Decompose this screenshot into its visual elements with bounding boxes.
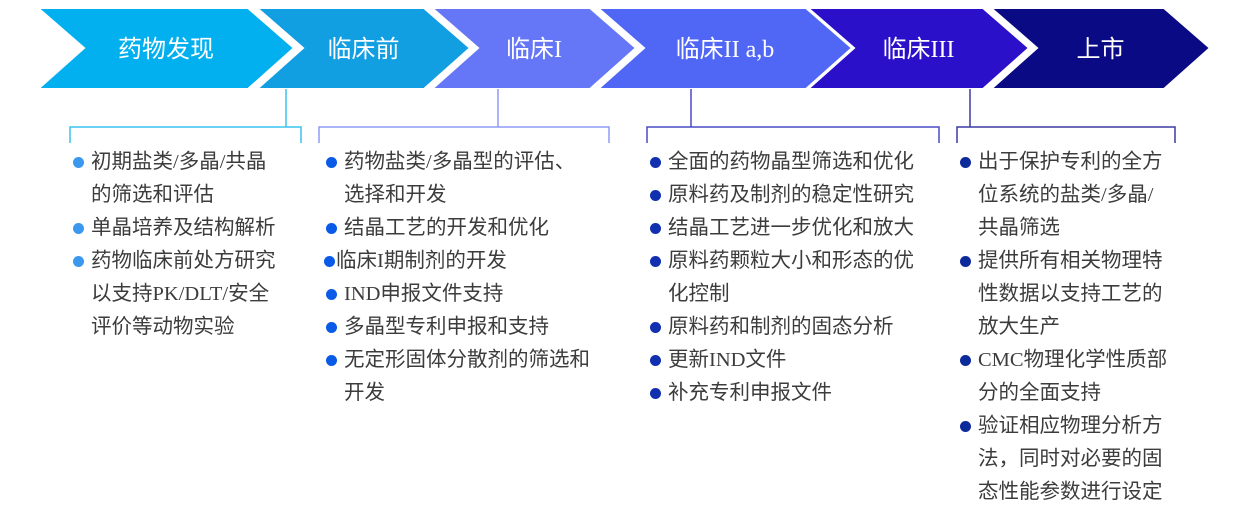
bullet-icon bbox=[73, 223, 84, 234]
list-item-text: 结晶工艺的开发和优化 bbox=[344, 217, 549, 239]
stage-chevron bbox=[805, 7, 1031, 90]
list-item-text: 结晶工艺进一步优化和放大 bbox=[668, 217, 914, 239]
stage-chevron bbox=[35, 7, 296, 90]
stage-tasks-list: 全面的药物晶型筛选和优化原料药及制剂的稳定性研究结晶工艺进一步优化和放大原料药颗… bbox=[650, 146, 950, 410]
list-item: 出于保护专利的全方 位系统的盐类/多晶/ 共晶筛选 bbox=[960, 146, 1200, 245]
list-item: 原料药和制剂的固态分析 bbox=[650, 311, 950, 344]
bullet-icon bbox=[324, 256, 335, 267]
list-item: 原料药及制剂的稳定性研究 bbox=[650, 179, 950, 212]
bullet-icon bbox=[73, 256, 84, 267]
list-item: 单晶培养及结构解析 bbox=[73, 212, 305, 245]
bullet-icon bbox=[650, 157, 661, 168]
stage-tasks-list: 初期盐类/多晶/共晶 的筛选和评估单晶培养及结构解析药物临床前处方研究 以支持P… bbox=[73, 146, 305, 344]
list-item-text: 全面的药物晶型筛选和优化 bbox=[668, 151, 914, 173]
stage-label: 临床II a,b bbox=[675, 37, 775, 63]
list-item-text: 验证相应物理分析方 法，同时对必要的固 态性能参数进行设定 bbox=[978, 415, 1163, 503]
list-item-text: IND申报文件支持 bbox=[344, 283, 504, 305]
list-item: 初期盐类/多晶/共晶 的筛选和评估 bbox=[73, 146, 305, 212]
list-item: 药物临床前处方研究 以支持PK/DLT/安全 评价等动物实验 bbox=[73, 245, 305, 344]
bullet-icon bbox=[650, 355, 661, 366]
stage-chevron bbox=[254, 7, 472, 90]
list-item: 验证相应物理分析方 法，同时对必要的固 态性能参数进行设定 bbox=[960, 410, 1200, 509]
list-item-text: 初期盐类/多晶/共晶 的筛选和评估 bbox=[91, 151, 267, 206]
list-item-text: 单晶培养及结构解析 bbox=[91, 217, 276, 239]
list-item-text: 原料药和制剂的固态分析 bbox=[668, 316, 894, 338]
stage-label: 药物发现 bbox=[118, 37, 214, 63]
bullet-icon bbox=[326, 289, 337, 300]
list-item-text: 临床I期制剂的开发 bbox=[336, 250, 507, 272]
bullet-icon bbox=[650, 223, 661, 234]
stage-tasks-list: 出于保护专利的全方 位系统的盐类/多晶/ 共晶筛选提供所有相关物理特 性数据以支… bbox=[960, 146, 1200, 509]
list-item: 结晶工艺的开发和优化 bbox=[326, 212, 626, 245]
list-item: 更新IND文件 bbox=[650, 344, 950, 377]
stage-chevron bbox=[988, 7, 1212, 90]
bullet-icon bbox=[960, 256, 971, 267]
list-item: 全面的药物晶型筛选和优化 bbox=[650, 146, 950, 179]
bullet-icon bbox=[650, 256, 661, 267]
pipeline-chevrons bbox=[35, 7, 1212, 143]
bullet-icon bbox=[650, 322, 661, 333]
stage-label: 临床前 bbox=[327, 37, 400, 63]
bullet-icon bbox=[650, 388, 661, 399]
stage-label: 临床I bbox=[506, 37, 562, 63]
list-item: 提供所有相关物理特 性数据以支持工艺的 放大生产 bbox=[960, 245, 1200, 344]
list-item-text: 药物临床前处方研究 以支持PK/DLT/安全 评价等动物实验 bbox=[91, 250, 276, 338]
list-item: IND申报文件支持 bbox=[326, 278, 626, 311]
list-item-text: CMC物理化学性质部 分的全面支持 bbox=[978, 349, 1168, 404]
list-item-text: 补充专利申报文件 bbox=[668, 382, 832, 404]
bullet-icon bbox=[326, 322, 337, 333]
list-item-text: 药物盐类/多晶型的评估、 选择和开发 bbox=[344, 151, 576, 206]
list-item-text: 原料药颗粒大小和形态的优 化控制 bbox=[668, 250, 914, 305]
list-item-text: 无定形固体分散剂的筛选和 开发 bbox=[344, 349, 590, 404]
stage-bracket bbox=[646, 89, 940, 143]
list-item-text: 出于保护专利的全方 位系统的盐类/多晶/ 共晶筛选 bbox=[978, 151, 1163, 239]
bullet-icon bbox=[960, 157, 971, 168]
stage-label: 临床III bbox=[882, 37, 955, 63]
stage-bracket bbox=[69, 89, 302, 143]
stage-tasks-list: 药物盐类/多晶型的评估、 选择和开发结晶工艺的开发和优化临床I期制剂的开发 IND… bbox=[324, 146, 626, 410]
list-item-text: 原料药及制剂的稳定性研究 bbox=[668, 184, 914, 206]
bullet-icon bbox=[73, 157, 84, 168]
list-item: 药物盐类/多晶型的评估、 选择和开发 bbox=[326, 146, 626, 212]
list-item: 多晶型专利申报和支持 bbox=[326, 311, 626, 344]
stage-bracket bbox=[318, 89, 610, 143]
list-item: 补充专利申报文件 bbox=[650, 377, 950, 410]
bullet-icon bbox=[326, 223, 337, 234]
bullet-icon bbox=[960, 421, 971, 432]
list-item: CMC物理化学性质部 分的全面支持 bbox=[960, 344, 1200, 410]
list-item-text: 提供所有相关物理特 性数据以支持工艺的 放大生产 bbox=[978, 250, 1163, 338]
list-item: 原料药颗粒大小和形态的优 化控制 bbox=[650, 245, 950, 311]
list-item-text: 更新IND文件 bbox=[668, 349, 787, 371]
stage-bracket bbox=[956, 89, 1176, 143]
stage-chevron bbox=[429, 7, 638, 90]
list-item: 无定形固体分散剂的筛选和 开发 bbox=[326, 344, 626, 410]
stage-label: 上市 bbox=[1076, 37, 1125, 63]
stage-chevron bbox=[595, 7, 854, 90]
list-item: 临床I期制剂的开发 bbox=[324, 245, 626, 278]
bullet-icon bbox=[326, 157, 337, 168]
bullet-icon bbox=[326, 355, 337, 366]
list-item: 结晶工艺进一步优化和放大 bbox=[650, 212, 950, 245]
bullet-icon bbox=[960, 355, 971, 366]
bullet-icon bbox=[650, 190, 661, 201]
list-item-text: 多晶型专利申报和支持 bbox=[344, 316, 549, 338]
